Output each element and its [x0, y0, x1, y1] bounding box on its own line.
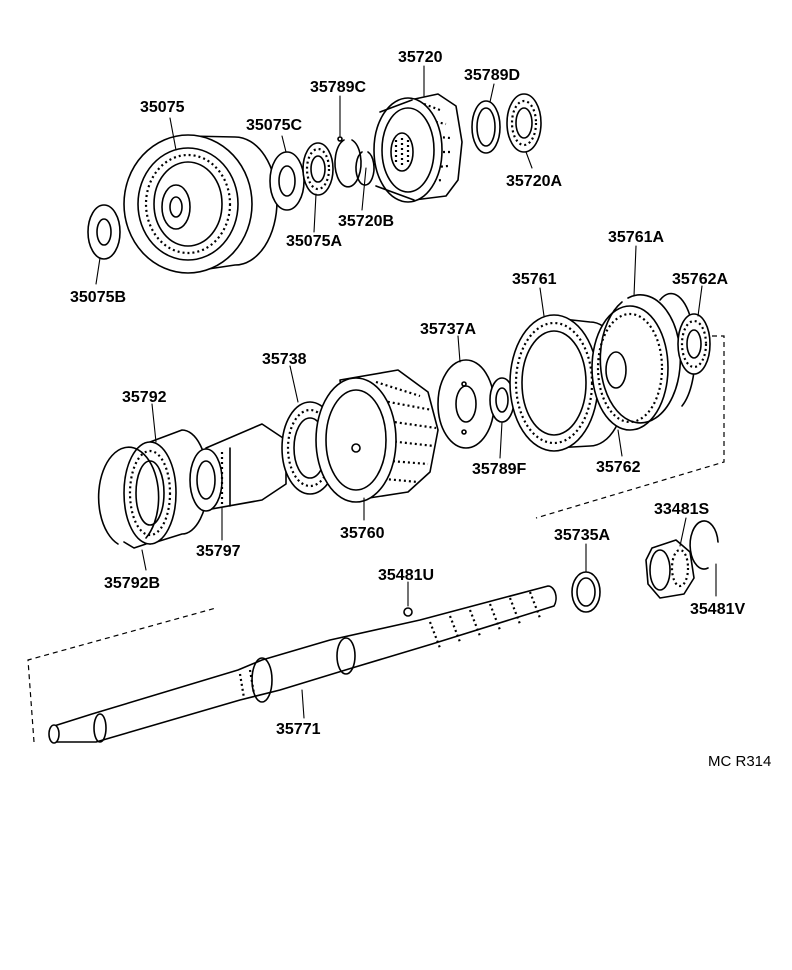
- diagram-code: MC R314: [708, 753, 771, 770]
- label-35075: 35075: [140, 99, 185, 116]
- label-35720a: 35720A: [506, 173, 562, 190]
- part-labels: 35075 35075B 35075C 35789C 35075A 35720B…: [70, 49, 745, 738]
- label-35720: 35720: [398, 49, 443, 66]
- ring-35481u: [403, 607, 413, 617]
- bearing-35762a: [659, 292, 711, 407]
- sun-gear-35792: [123, 429, 209, 545]
- snap-ring-35761a: [599, 294, 682, 424]
- label-35481u: 35481U: [378, 567, 434, 584]
- label-35720b: 35720B: [338, 213, 394, 230]
- label-35797: 35797: [196, 543, 241, 560]
- label-35735a: 35735A: [554, 527, 610, 544]
- label-35761: 35761: [512, 271, 557, 288]
- bearing-35075a: [302, 142, 334, 196]
- gear-35762: [591, 305, 669, 431]
- washer-35075c: [269, 151, 305, 211]
- thrust-plate-35737a: [437, 359, 495, 449]
- label-35737a: 35737A: [420, 321, 476, 338]
- label-35738: 35738: [262, 351, 307, 368]
- label-35789c: 35789C: [310, 79, 366, 96]
- ring-35735a: [571, 571, 601, 613]
- label-35762a: 35762A: [672, 271, 728, 288]
- washer-35075b: [87, 204, 121, 260]
- label-35762: 35762: [596, 459, 641, 476]
- label-35075a: 35075A: [286, 233, 342, 250]
- sleeve-35797: [189, 423, 287, 512]
- label-35792: 35792: [122, 389, 167, 406]
- label-35789f: 35789F: [472, 461, 526, 478]
- gear-35760: [315, 369, 439, 503]
- label-35075c: 35075C: [246, 117, 302, 134]
- bearing-35720a: [506, 93, 542, 153]
- label-35792b: 35792B: [104, 575, 160, 592]
- snap-ring-35481v: [689, 520, 719, 570]
- label-35481v: 35481V: [690, 601, 745, 618]
- leader-lines: [95, 65, 717, 719]
- gear-33481s: [645, 539, 695, 599]
- alignment-line-left: [27, 607, 217, 743]
- snap-ring-35792b: [97, 446, 160, 549]
- ring-35789d: [471, 100, 501, 154]
- ring-35789f: [489, 377, 515, 423]
- alignment-line-right: [535, 335, 725, 519]
- label-33481s: 33481S: [654, 501, 709, 518]
- label-35771: 35771: [276, 721, 321, 738]
- label-35075b: 35075B: [70, 289, 126, 306]
- race-35720b: [355, 151, 375, 186]
- planetary-carrier-35720: [373, 93, 463, 203]
- clutch-drum-35075: [123, 134, 278, 274]
- label-35761a: 35761A: [608, 229, 664, 246]
- shaft-35771: [48, 585, 557, 744]
- label-35789d: 35789D: [464, 67, 520, 84]
- label-35760: 35760: [340, 525, 385, 542]
